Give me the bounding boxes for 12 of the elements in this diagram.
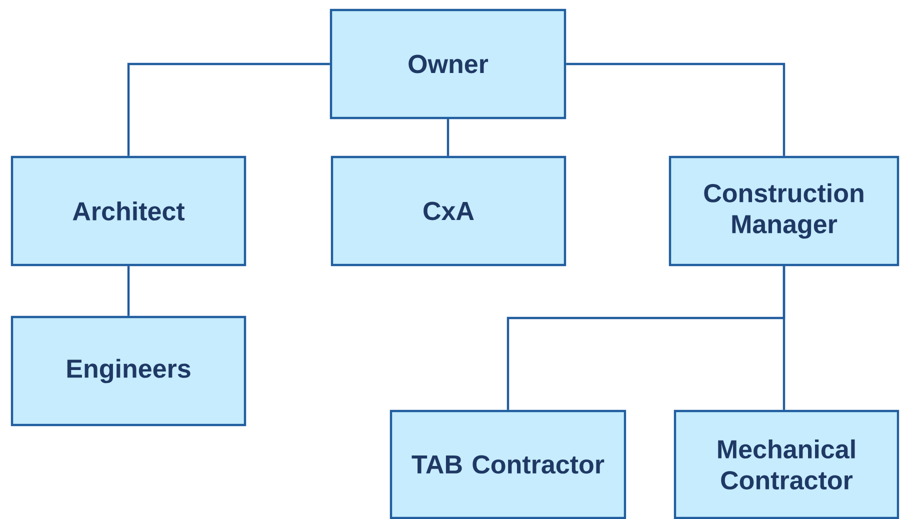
role-box: Mechanical Contractor <box>674 410 900 519</box>
connector-line <box>127 266 130 316</box>
role-box: Owner <box>330 8 566 120</box>
role-box: Architect <box>10 156 246 266</box>
connector-line <box>566 62 786 156</box>
connector-line <box>127 62 330 156</box>
role-box: Construction Manager <box>668 156 900 266</box>
connector-line <box>446 119 450 156</box>
role-box: Engineers <box>10 316 246 426</box>
connector-line <box>782 266 786 410</box>
role-box: TAB Contractor <box>390 410 626 519</box>
role-box: CxA <box>330 156 566 266</box>
